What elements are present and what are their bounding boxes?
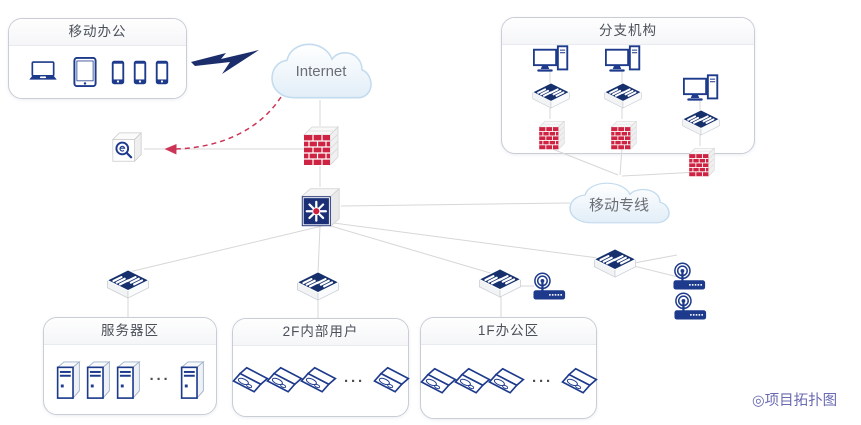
mpls-cloud: 移动专线 [566,180,672,226]
branch-switch-icon [681,109,721,136]
desktop-pc-icon [533,45,569,75]
mpls-cloud-label: 移动专线 [588,197,649,214]
server-icon [84,361,113,399]
group-title-floor2: 2F内部用户 [233,319,408,346]
group-branch-offices: 分支机构 [501,17,755,154]
wireless-ap-icon [673,262,707,291]
group-floor2-users: 2F内部用户 ··· [232,318,409,417]
laptop-icon [231,366,269,396]
phone-icon [111,60,125,85]
floor2-devices: ··· [233,346,408,416]
wireless-ap-icon [533,272,567,301]
firewall-icon [537,119,565,150]
firewall-icon [609,119,637,150]
mirror-traffic-arrow [164,96,282,155]
tablet-icon [73,57,97,87]
phone-icon [133,60,147,85]
group-title-floor1: 1F办公区 [421,318,596,345]
ellipsis: ··· [149,371,171,388]
laptop-icon [27,59,59,85]
firewall-icon [301,124,339,166]
laptop-icon [560,367,598,397]
ellipsis: ··· [344,372,365,390]
lightning-icon [191,50,259,74]
core-switch-icon [299,186,342,229]
group-title-branch: 分支机构 [502,18,754,45]
server-icon [114,361,143,399]
server-icon [54,361,83,399]
audit-device-icon [110,131,144,165]
internet-cloud-label: Internet [295,63,347,80]
laptop-icon [487,367,525,397]
laptop-icon [372,366,410,396]
group-mobile-office: 移动办公 [8,18,187,99]
desktop-pc-icon [605,45,641,75]
group-title-server-area: 服务器区 [44,318,216,345]
server-icon [178,361,207,399]
floor1-devices: ··· [421,345,596,418]
group-floor1-office: 1F办公区 ··· [420,317,597,419]
laptop-icon [265,366,303,396]
diagram-caption: ◎项目拓扑图 [752,393,838,409]
internet-cloud: Internet [268,40,374,102]
branch-switch-icon [531,82,571,109]
laptop-icon [419,367,457,397]
group-server-area: 服务器区 ··· [43,317,217,415]
branch-switch-icon [603,82,643,109]
laptop-icon [299,366,337,396]
ellipsis: ··· [532,373,553,390]
group-title-mobile-office: 移动办公 [9,19,186,46]
wireless-ap-icon [674,292,708,321]
firewall-icon [687,146,715,177]
phone-icon [155,60,169,85]
access-switch-icon [295,271,341,301]
access-switch-icon [592,248,638,278]
access-switch-icon [477,268,523,298]
server-area-devices: ··· [44,345,216,414]
desktop-pc-icon [683,74,719,104]
laptop-icon [453,367,491,397]
mobile-office-devices [9,46,186,98]
access-switch-icon [105,269,151,299]
